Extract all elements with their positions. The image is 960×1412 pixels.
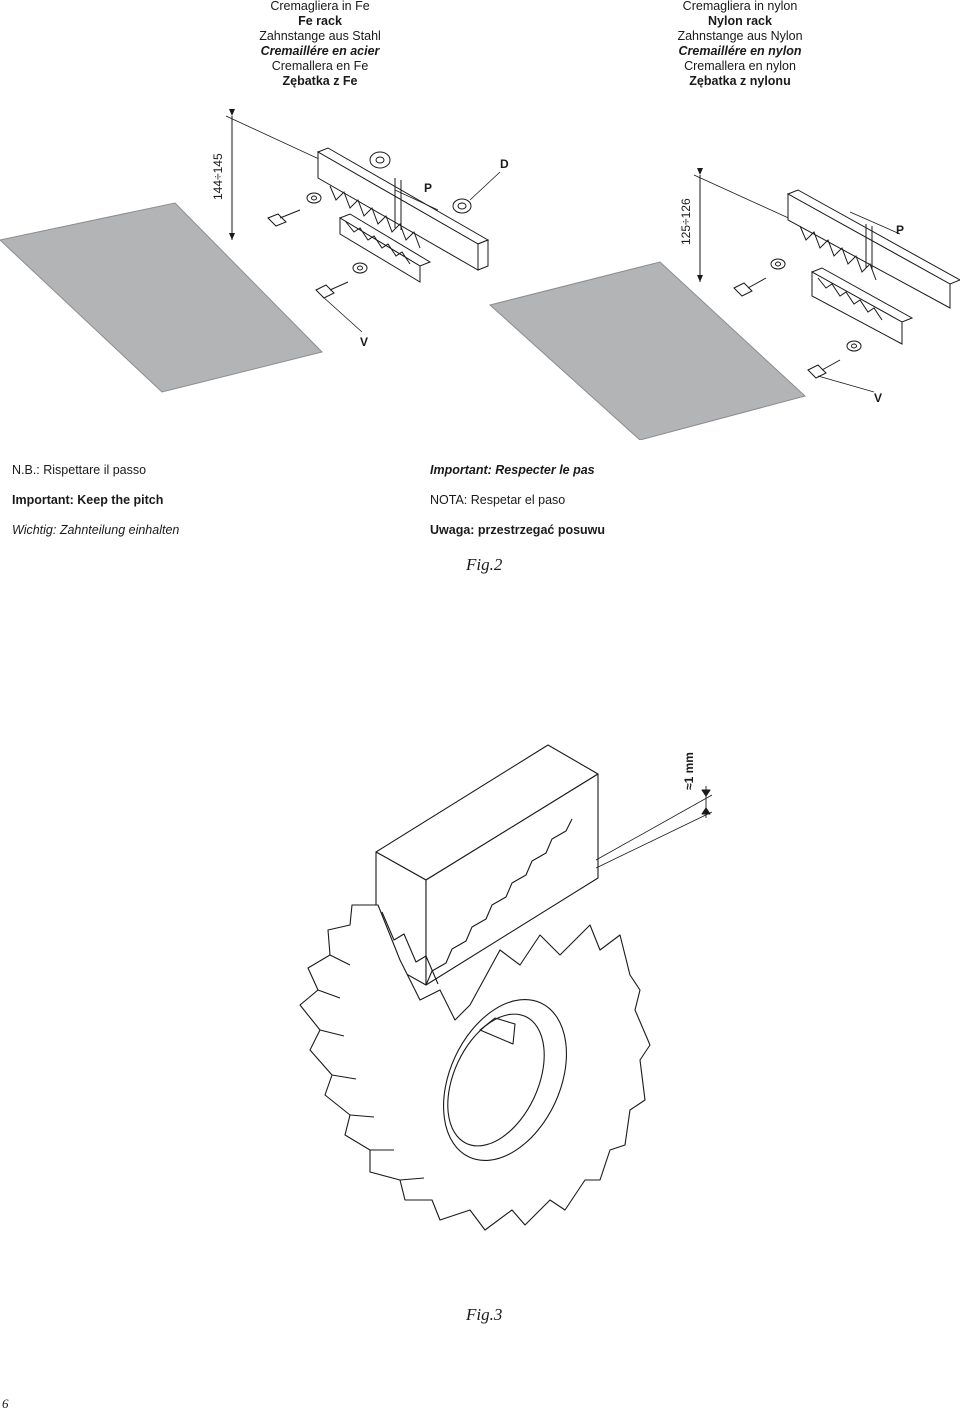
pinion-gear [299,904,651,1231]
nylon-header-fr: Cremaillére en nylon [678,44,802,58]
fe-screw-2 [315,262,368,299]
fe-pitch-label: P [424,181,432,195]
fe-mounting-plate [0,202,323,393]
fe-header-es: Cremallera en Fe [271,59,369,73]
page-number: 6 [2,1396,9,1411]
fig2-caption: Fig.2 [466,555,503,574]
nylon-dimension-label: 125÷126 [679,198,693,245]
nylon-rack-upper [786,189,960,309]
gap-dimension-label: ≈1 mm [682,752,696,790]
nylon-screw-label: V [874,391,882,405]
spacer-label: D [500,157,509,171]
nylon-header-en: Nylon rack [708,14,772,28]
nylon-header-es: Cremallera en nylon [684,59,796,73]
fe-screw-label: V [360,335,368,349]
fig2-rack-mounting-drawing: 144÷145 P D V 125÷126 [0,109,960,440]
note-italian: N.B.: Rispettare il passo [12,463,147,477]
fe-dimension-label: 144÷145 [211,153,225,200]
nylon-pitch-label: P [896,223,904,237]
note-french: Important: Respecter le pas [430,463,595,477]
note-english: Important: Keep the pitch [12,493,164,507]
fig3-caption: Fig.3 [466,1305,503,1324]
fe-header-pl: Zębatka z Fe [282,74,358,88]
nylon-header-it: Cremagliera in nylon [682,0,798,13]
fe-header-fr: Cremaillére en acier [260,44,380,58]
fe-rack-upper [316,147,490,271]
note-spanish: NOTA: Respetar el paso [430,493,566,507]
nylon-header-pl: Zębatka z nylonu [689,74,791,88]
fe-spacer-1 [369,151,391,169]
fe-screw-1 [267,192,322,227]
nylon-rack-lower [810,267,914,345]
fe-rack-header: Cremagliera in Fe Fe rack Zahnstange aus… [225,0,415,89]
note-german: Wichtig: Zahnteilung einhalten [12,523,180,537]
nylon-screw-1 [733,258,786,297]
fe-header-it: Cremagliera in Fe [270,0,370,13]
note-polish: Uwaga: przestrzegać posuwu [430,523,606,537]
nylon-header-de: Zahnstange aus Nylon [677,29,803,43]
fe-spacer-2 [452,198,472,214]
fe-header-de: Zahnstange aus Stahl [259,29,381,43]
nylon-mounting-plate [488,261,807,440]
rack-bar [375,744,599,986]
nylon-rack-header: Cremagliera in nylon Nylon rack Zahnstan… [640,0,840,89]
fe-header-en: Fe rack [298,14,342,28]
fe-rack-lower [338,213,432,283]
nylon-screw-2 [807,340,862,379]
